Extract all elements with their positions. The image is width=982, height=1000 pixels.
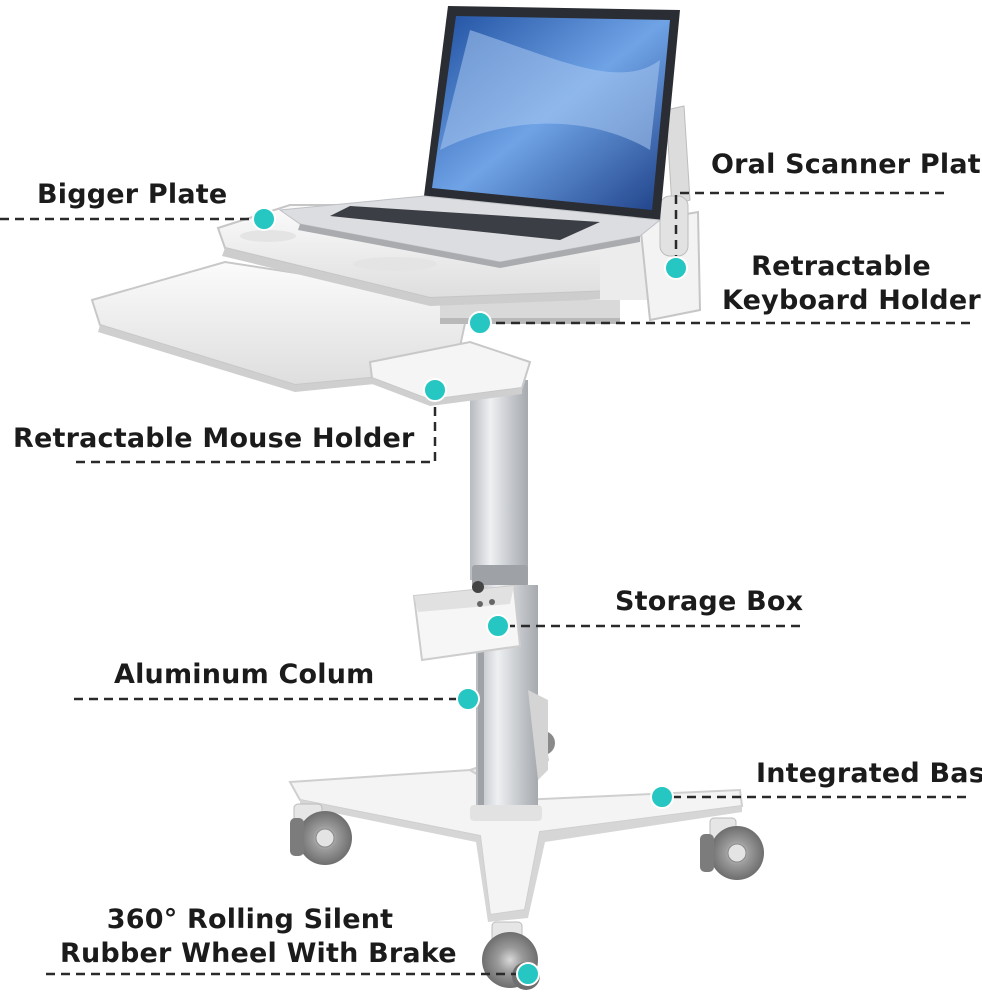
marker-storage-box	[486, 614, 510, 638]
wheel-back-left	[290, 803, 352, 865]
laptop	[278, 6, 680, 268]
label-keyboard-line1: Retractable	[751, 251, 931, 282]
marker-wheel	[516, 962, 540, 986]
marker-integrated-base	[650, 785, 674, 809]
marker-mouse-holder	[423, 378, 447, 402]
storage-box	[412, 581, 522, 662]
label-oral-scanner: Oral Scanner Plat	[711, 149, 981, 180]
label-wheel-line2: Rubber Wheel With Brake	[60, 938, 457, 969]
label-integrated-base: Integrated Base	[756, 758, 982, 789]
wheel-right	[700, 817, 764, 880]
label-bigger-plate: Bigger Plate	[37, 179, 228, 210]
marker-aluminum-column	[456, 687, 480, 711]
marker-bigger-plate	[252, 207, 276, 231]
label-keyboard-line2: Keyboard Holder	[722, 285, 981, 316]
marker-oral-scanner	[664, 256, 688, 280]
label-wheel-line1: 360° Rolling Silent	[106, 904, 394, 935]
leader-line-mouse-holder	[76, 390, 437, 464]
leader-lines	[0, 191, 970, 976]
mouse-tray	[368, 340, 532, 406]
markers	[252, 207, 688, 986]
label-mouse-holder: Retractable Mouse Holder	[13, 423, 415, 454]
label-storage-box: Storage Box	[615, 586, 804, 617]
leader-line-oral-scanner	[674, 191, 944, 268]
label-aluminum-column: Aluminum Colum	[114, 659, 375, 690]
marker-keyboard-holder	[468, 311, 492, 335]
